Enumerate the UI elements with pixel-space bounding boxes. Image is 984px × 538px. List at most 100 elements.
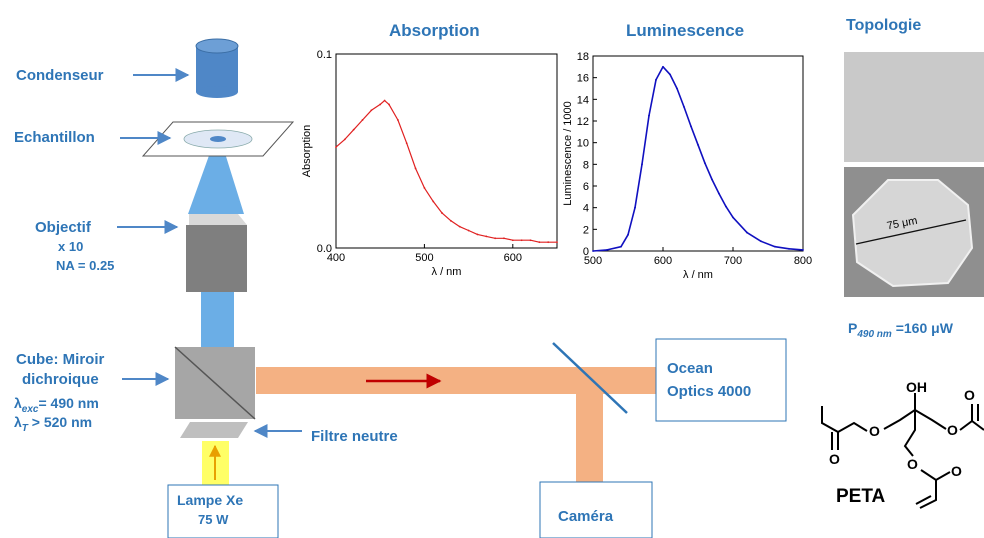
dichroic-cube — [174, 346, 256, 420]
y-tick-label: 4 — [583, 203, 589, 215]
peta-label: PETA — [836, 486, 886, 507]
spectrometer-box — [655, 338, 787, 422]
peta-o-4: O — [964, 387, 975, 403]
lamp-box — [167, 484, 279, 538]
y-tick-label: 0 — [583, 246, 589, 258]
y-tick-label: 14 — [577, 94, 589, 106]
condenser-cylinder-icon — [195, 38, 239, 98]
power-label: P490 nm =160 μW — [848, 320, 954, 340]
data-line — [592, 66, 804, 252]
data-point — [655, 78, 657, 81]
data-point — [732, 216, 734, 219]
data-point — [494, 237, 497, 240]
data-point — [802, 249, 804, 251]
data-point — [441, 212, 443, 214]
y-axis-label: Absorption — [301, 125, 313, 178]
y-tick-label: 16 — [577, 73, 589, 85]
y-tick-label: 0.1 — [317, 49, 332, 61]
y-axis-label: Luminescence / 1000 — [562, 101, 574, 206]
data-point — [352, 128, 355, 131]
data-point — [414, 167, 417, 170]
topology-title: Topologie — [846, 17, 921, 34]
y-tick-label: 0.0 — [317, 243, 332, 255]
plot-frame — [592, 55, 804, 252]
data-point — [405, 142, 408, 145]
x-tick-label: 600 — [504, 252, 522, 264]
data-point — [529, 239, 532, 242]
lamp-label-1: Lampe Xe — [177, 492, 243, 508]
peta-oh: OH — [906, 379, 927, 395]
camera-box — [539, 481, 653, 538]
data-point — [648, 114, 650, 117]
data-point — [634, 206, 636, 209]
size-arrow — [855, 219, 967, 245]
spectrometer-label-1: Ocean — [667, 360, 713, 377]
data-point — [606, 249, 608, 251]
neutral-filter — [180, 422, 248, 438]
data-point — [683, 106, 685, 108]
data-point — [370, 109, 373, 112]
camera-label: Caméra — [558, 508, 614, 525]
x-tick-label: 700 — [724, 255, 742, 267]
x-tick-label: 500 — [584, 255, 602, 267]
data-point — [485, 235, 488, 238]
spectrometer-label-2: Optics 4000 — [667, 383, 751, 400]
data-point — [556, 241, 558, 244]
light-cone — [188, 150, 244, 214]
cube-label-1: Cube: Miroir — [16, 351, 104, 368]
y-tick-label: 10 — [577, 138, 589, 150]
data-point — [458, 225, 461, 228]
crystal-shape — [851, 179, 974, 288]
data-point — [774, 245, 776, 248]
lambda-exc-label: λexc= 490 nm — [14, 395, 99, 415]
data-point — [361, 119, 364, 121]
data-point — [760, 240, 762, 243]
data-point — [620, 245, 622, 248]
data-point — [388, 103, 390, 106]
data-point — [704, 162, 706, 165]
topology-image-top — [844, 52, 984, 162]
lambda-t-label: λT > 520 nm — [14, 414, 92, 434]
data-line — [335, 99, 557, 243]
x-axis-label: λ / nm — [432, 266, 462, 278]
size-label: 75 μm — [886, 215, 919, 233]
data-point — [690, 125, 692, 128]
plot-frame — [335, 53, 558, 249]
data-point — [538, 241, 541, 244]
data-point — [450, 219, 452, 222]
x-tick-label: 600 — [654, 255, 672, 267]
data-point — [423, 186, 426, 189]
data-point — [641, 163, 643, 166]
orange-beam-vertical — [576, 367, 603, 482]
data-point — [511, 239, 514, 242]
lamp-label-2: 75 W — [198, 512, 229, 527]
data-point — [503, 237, 505, 240]
y-tick-label: 8 — [583, 159, 589, 171]
condenser-label: Condenseur — [16, 67, 104, 84]
beam-splitter — [552, 342, 628, 414]
x-axis-label: λ / nm — [683, 269, 713, 281]
data-point — [592, 250, 594, 252]
peta-o-1: O — [869, 423, 880, 439]
x-tick-label: 500 — [415, 252, 433, 264]
y-tick-label: 18 — [577, 51, 589, 63]
data-point — [335, 146, 337, 149]
data-point — [547, 241, 550, 244]
data-point — [662, 65, 664, 68]
luminescence-title: Luminescence — [626, 21, 744, 40]
data-point — [788, 247, 790, 250]
data-point — [718, 192, 720, 195]
filter-label: Filtre neutre — [311, 428, 398, 445]
peta-o-3: O — [947, 422, 958, 438]
sample-label: Echantillon — [14, 129, 95, 146]
data-point — [467, 229, 470, 232]
data-point — [432, 200, 435, 203]
cube-label-2: dichroique — [22, 371, 99, 388]
peta-o-6: O — [951, 463, 962, 479]
data-point — [343, 138, 346, 141]
data-point — [711, 178, 713, 181]
data-point — [383, 99, 386, 102]
